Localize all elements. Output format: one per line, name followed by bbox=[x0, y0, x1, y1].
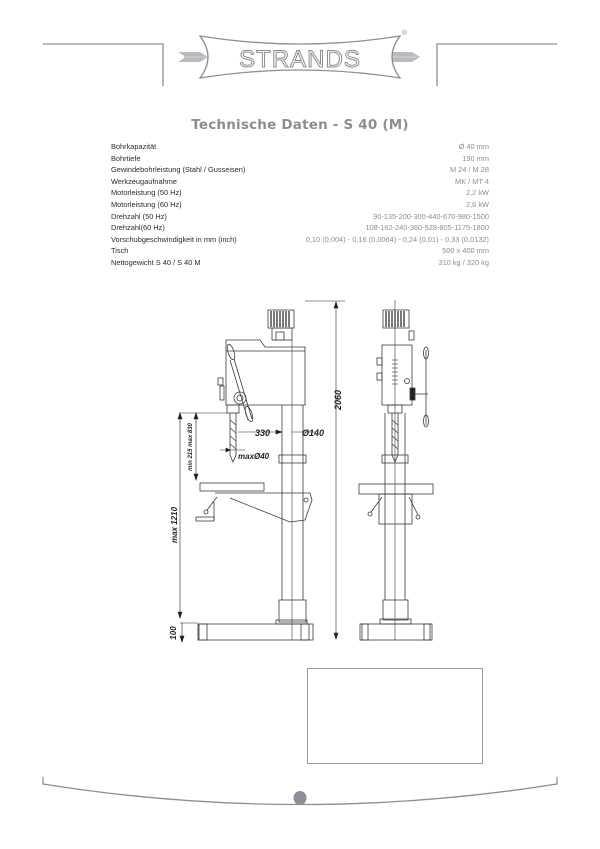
spec-row: Motorleistung (50 Hz) 2,2 kW bbox=[111, 187, 489, 199]
spec-row: Drehzahl (50 Hz) 90-135-200-300-440-670-9… bbox=[111, 211, 489, 223]
spec-row: Gewindebohrleistung (Stahl / Gusseisen) M… bbox=[111, 164, 489, 176]
spec-value: 90-135-200-300-440-670-980-1500 bbox=[373, 211, 489, 221]
spec-value: MK / MT 4 bbox=[455, 176, 489, 186]
spec-row: Nettogewicht S 40 / S 40 M 310 kg / 320 k… bbox=[111, 257, 489, 269]
strands-logo: STRANDS ® bbox=[178, 29, 420, 79]
spec-value: Ø 40 mm bbox=[458, 142, 489, 151]
spec-value: 2,2 kW bbox=[466, 188, 489, 198]
spec-label: Motorleistung (60 Hz) bbox=[111, 199, 182, 209]
page-dot-icon bbox=[293, 791, 307, 805]
spec-label: Drehzahl(60 Hz) bbox=[111, 223, 165, 233]
spec-value: 0,10 (0,004) - 0,16 (0,0064) - 0,24 (0,0… bbox=[305, 234, 489, 244]
info-box bbox=[307, 668, 483, 764]
spec-label: Drehzahl (50 Hz) bbox=[111, 211, 167, 221]
dim-reach-label: 330 bbox=[255, 428, 270, 438]
page-title: Technische Daten - S 40 (M) bbox=[191, 117, 409, 133]
spec-table: Bohrkapazität Ø 40 mm Bohrtiefe 190 mm Gew… bbox=[111, 141, 489, 269]
spec-label: Nettogewicht S 40 / S 40 M bbox=[111, 257, 201, 267]
spec-row: Tisch 500 x 400 mm bbox=[111, 245, 489, 257]
spec-value: 2,6 kW bbox=[466, 199, 489, 209]
spec-value: 500 x 400 mm bbox=[442, 246, 489, 256]
dim-base-label: 100 bbox=[169, 626, 178, 640]
spec-label: Gewindebohrleistung (Stahl / Gusseisen) bbox=[111, 165, 246, 175]
spec-row: Bohrtiefe 190 mm bbox=[111, 153, 489, 165]
spec-row: Bohrkapazität Ø 40 mm bbox=[111, 141, 489, 153]
side-view: 2060 330 Ø140 maxØ40 min 215 max 830 max… bbox=[169, 300, 345, 643]
dim-column-label: Ø140 bbox=[302, 428, 324, 438]
spec-label: Bohrkapazität bbox=[111, 142, 157, 151]
spec-row: Werkzeugaufnahme MK / MT 4 bbox=[111, 176, 489, 188]
spec-label: Motorleistung (50 Hz) bbox=[111, 188, 182, 198]
dim-table-height-label: max 1210 bbox=[170, 506, 179, 543]
footer-frame bbox=[42, 777, 558, 806]
spec-label: Vorschubgeschwindigkeit in mm (inch) bbox=[111, 234, 237, 244]
spec-label: Tisch bbox=[111, 246, 129, 256]
svg-text:STRANDS: STRANDS bbox=[239, 46, 361, 73]
spec-row: Drehzahl(60 Hz) 108-162-240-360-528-805-1… bbox=[111, 222, 489, 234]
svg-text:®: ® bbox=[402, 29, 408, 37]
spec-label: Bohrtiefe bbox=[111, 153, 141, 163]
spec-value: 310 kg / 320 kg bbox=[438, 257, 489, 267]
spec-value: M 24 / M 28 bbox=[449, 165, 489, 175]
spec-label: Werkzeugaufnahme bbox=[111, 176, 178, 186]
spec-value: 108-162-240-360-528-805-1175-1800 bbox=[365, 223, 489, 233]
dim-capacity-label: maxØ40 bbox=[238, 452, 270, 461]
spec-row: Motorleistung (60 Hz) 2,6 kW bbox=[111, 199, 489, 211]
dim-spindle-table-label: min 215 max 830 bbox=[188, 422, 194, 470]
header-frame: STRANDS ® bbox=[43, 29, 557, 86]
drill-press-drawing: 2060 330 Ø140 maxØ40 min 215 max 830 max… bbox=[169, 300, 434, 643]
dim-height-label: 2060 bbox=[333, 390, 343, 411]
spec-row: Vorschubgeschwindigkeit in mm (inch) 0,10… bbox=[111, 234, 489, 246]
spec-value: 190 mm bbox=[462, 153, 489, 163]
front-view bbox=[358, 300, 434, 641]
